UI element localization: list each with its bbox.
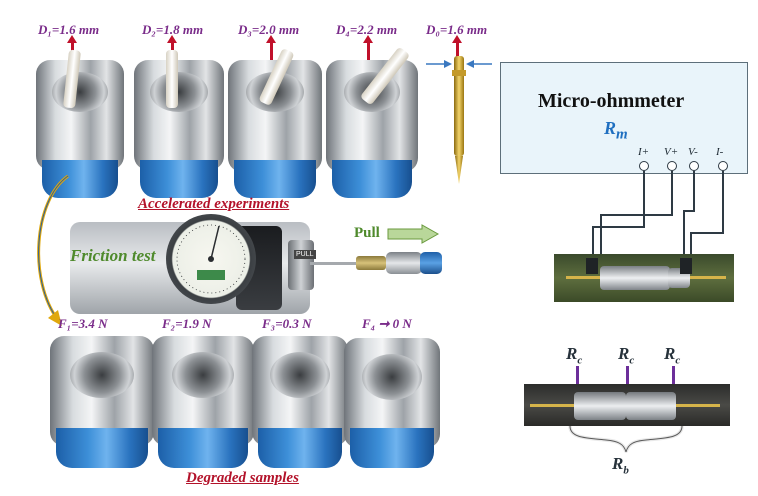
- rb-connector-right: [626, 392, 676, 420]
- ohmmeter-title: Micro-ohmmeter: [538, 90, 685, 112]
- d4-label: D₄=2.2 mm: [336, 22, 398, 37]
- pull-label: Pull: [354, 225, 380, 241]
- f1-label: F₁=3.4 N: [58, 316, 108, 331]
- rc-label-3: Rc: [664, 344, 681, 367]
- d1-label: D₁=1.6 mm: [38, 22, 100, 37]
- rc-arrow-3: [667, 366, 680, 394]
- d3-label: D₃=2.0 mm: [238, 22, 300, 37]
- terminal-i-plus-label: I+: [638, 146, 650, 158]
- friction-test-label: Friction test: [70, 246, 156, 265]
- terminal-v-minus: [689, 161, 699, 171]
- rc-arrow-2: [621, 366, 634, 394]
- gauge-pull-tag: PULL: [294, 250, 316, 259]
- gold-pin: [426, 56, 492, 184]
- d0-arrow: [452, 35, 462, 62]
- rb-connector-left: [574, 392, 626, 420]
- f3-label: F₃=0.3 N: [262, 316, 312, 331]
- rb-brace: [568, 425, 684, 453]
- terminal-i-minus: [718, 161, 728, 171]
- gauge-dial: [176, 224, 246, 294]
- photo-connector: [600, 266, 670, 290]
- rc-arrow-1: [571, 366, 584, 394]
- terminal-i-minus-label: I-: [716, 146, 724, 158]
- micro-ohmmeter-box: [500, 62, 748, 174]
- d2-label: D₂=1.8 mm: [142, 22, 204, 37]
- f2-label: F₂=1.9 N: [162, 316, 212, 331]
- curved-arrow: [37, 174, 69, 326]
- terminal-v-plus: [667, 161, 677, 171]
- rc-label-2: Rc: [618, 344, 635, 367]
- pull-arrow: [387, 224, 440, 244]
- accelerated-caption: Accelerated experiments: [138, 196, 290, 212]
- terminal-v-minus-label: V-: [688, 146, 698, 158]
- d0-label: D₀=1.6 mm: [426, 22, 488, 37]
- terminal-v-plus-label: V+: [664, 146, 679, 158]
- probe-clip-left: [586, 258, 598, 274]
- degraded-caption: Degraded samples: [186, 470, 299, 486]
- f4-label: F₄ ➞ 0 N: [362, 316, 412, 331]
- terminal-i-plus: [639, 161, 649, 171]
- probe-clip-right: [680, 258, 692, 274]
- rb-label: Rb: [612, 454, 629, 477]
- rm-symbol: Rm: [604, 118, 628, 143]
- rc-label-1: Rc: [566, 344, 583, 367]
